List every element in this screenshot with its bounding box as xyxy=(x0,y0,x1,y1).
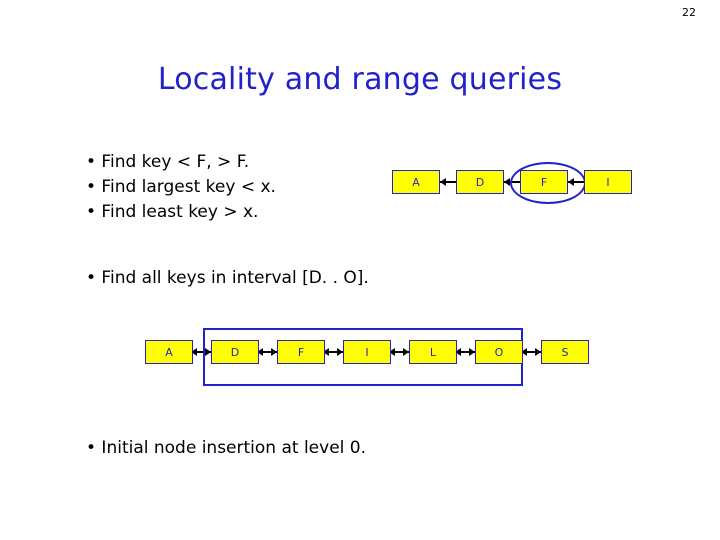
list-node: F xyxy=(520,170,568,194)
bullet-group-one: • Find key < F, > F. • Find largest key … xyxy=(86,150,276,225)
bullet-item: • Find least key > x. xyxy=(86,202,259,222)
arrow-left-icon xyxy=(440,178,446,186)
bullet-item: • Find all keys in interval [D. . O]. xyxy=(86,268,369,288)
bullet-item: • Find largest key < x. xyxy=(86,177,276,197)
arrow-left-icon xyxy=(389,348,395,356)
node-label: I xyxy=(365,345,369,359)
node-label: A xyxy=(165,345,173,359)
list-node: L xyxy=(409,340,457,364)
link-segment xyxy=(193,351,211,353)
arrow-left-icon xyxy=(191,348,197,356)
bullet-item: • Initial node insertion at level 0. xyxy=(86,438,367,458)
node-label: D xyxy=(475,175,485,189)
node-label: D xyxy=(230,345,240,359)
list-node: I xyxy=(584,170,632,194)
list-node: A xyxy=(145,340,193,364)
arrow-right-icon xyxy=(403,348,409,356)
arrow-left-icon xyxy=(521,348,527,356)
link-segment xyxy=(457,351,475,353)
link-segment xyxy=(391,351,409,353)
arrow-left-icon xyxy=(455,348,461,356)
list-node: I xyxy=(343,340,391,364)
arrow-right-icon xyxy=(469,348,475,356)
page-number: 22 xyxy=(682,6,696,19)
arrow-right-icon xyxy=(535,348,541,356)
arrow-right-icon xyxy=(337,348,343,356)
arrow-right-icon xyxy=(205,348,211,356)
node-label: F xyxy=(297,345,305,359)
node-label: A xyxy=(412,175,420,189)
page-title: Locality and range queries xyxy=(157,62,563,97)
linked-list-diagram-bottom: A D F I L O S xyxy=(145,328,595,392)
link-segment xyxy=(259,351,277,353)
node-label: O xyxy=(494,345,504,359)
bullet-group-three: • Initial node insertion at level 0. xyxy=(86,436,366,461)
link-segment xyxy=(325,351,343,353)
node-label: S xyxy=(561,345,569,359)
list-node: F xyxy=(277,340,325,364)
list-node: D xyxy=(211,340,259,364)
list-node: D xyxy=(456,170,504,194)
arrow-right-icon xyxy=(271,348,277,356)
node-label: L xyxy=(429,345,437,359)
node-label: I xyxy=(606,175,610,189)
arrow-left-icon xyxy=(504,178,510,186)
list-node: S xyxy=(541,340,589,364)
arrow-left-icon xyxy=(323,348,329,356)
bullet-item: • Find key < F, > F. xyxy=(86,152,250,172)
node-label: F xyxy=(540,175,548,189)
list-node: O xyxy=(475,340,523,364)
link-segment xyxy=(523,351,541,353)
linked-list-diagram-top: A D F I xyxy=(392,162,640,206)
arrow-left-icon xyxy=(257,348,263,356)
list-node: A xyxy=(392,170,440,194)
bullet-group-two: • Find all keys in interval [D. . O]. xyxy=(86,266,369,291)
